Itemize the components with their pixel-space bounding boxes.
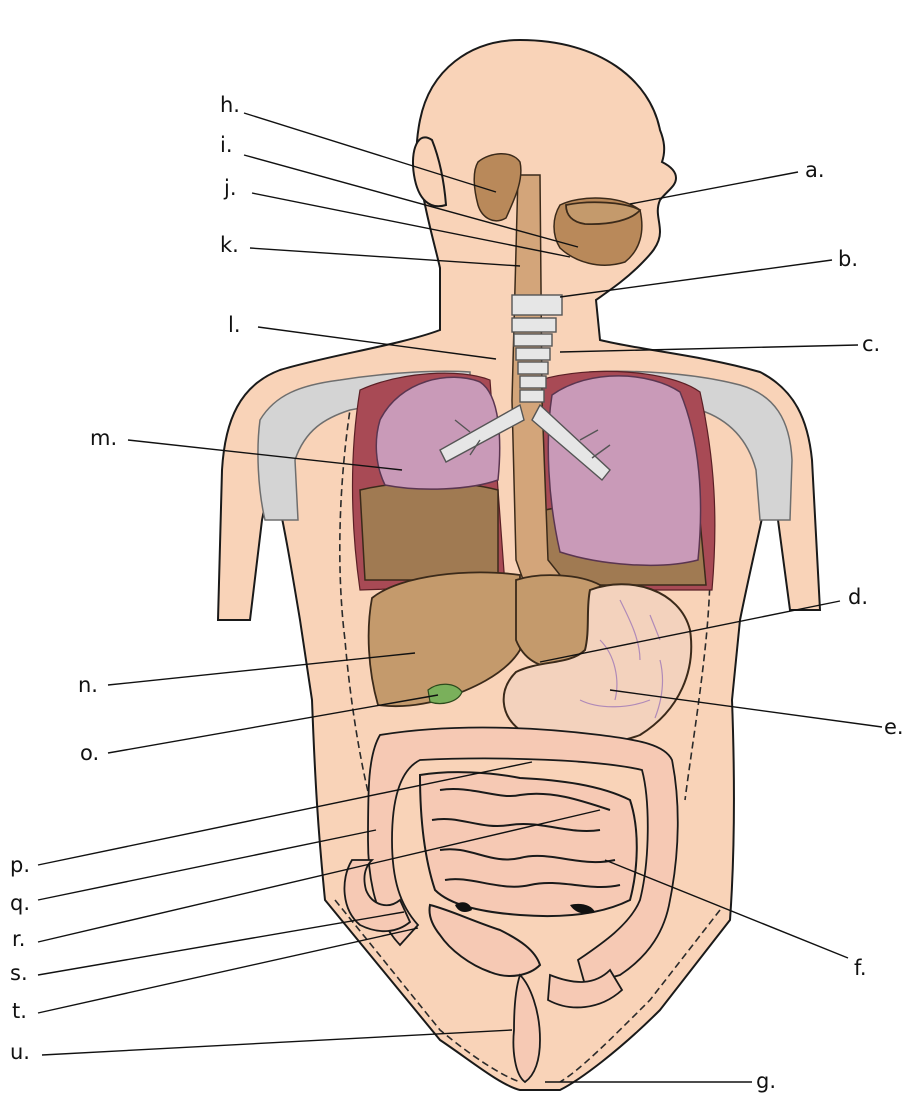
label-b: b. xyxy=(838,247,858,271)
label-o: o. xyxy=(80,741,99,765)
label-l: l. xyxy=(228,313,241,337)
label-s: s. xyxy=(10,961,28,985)
label-k: k. xyxy=(220,233,239,257)
leader-line-u xyxy=(42,1030,512,1055)
label-g: g. xyxy=(756,1069,776,1093)
label-j: j. xyxy=(223,176,237,200)
label-h: h. xyxy=(220,93,240,117)
label-u: u. xyxy=(10,1040,30,1064)
label-n: n. xyxy=(78,673,98,697)
leader-line-t xyxy=(38,928,418,1013)
label-a: a. xyxy=(805,158,825,182)
label-c: c. xyxy=(862,332,880,356)
label-m: m. xyxy=(90,426,117,450)
label-r: r. xyxy=(12,927,25,951)
label-i: i. xyxy=(220,133,233,157)
label-q: q. xyxy=(10,891,30,915)
label-p: p. xyxy=(10,853,30,877)
label-t: t. xyxy=(12,999,27,1023)
label-d: d. xyxy=(848,585,868,609)
label-f: f. xyxy=(854,956,867,980)
label-e: e. xyxy=(884,715,904,739)
